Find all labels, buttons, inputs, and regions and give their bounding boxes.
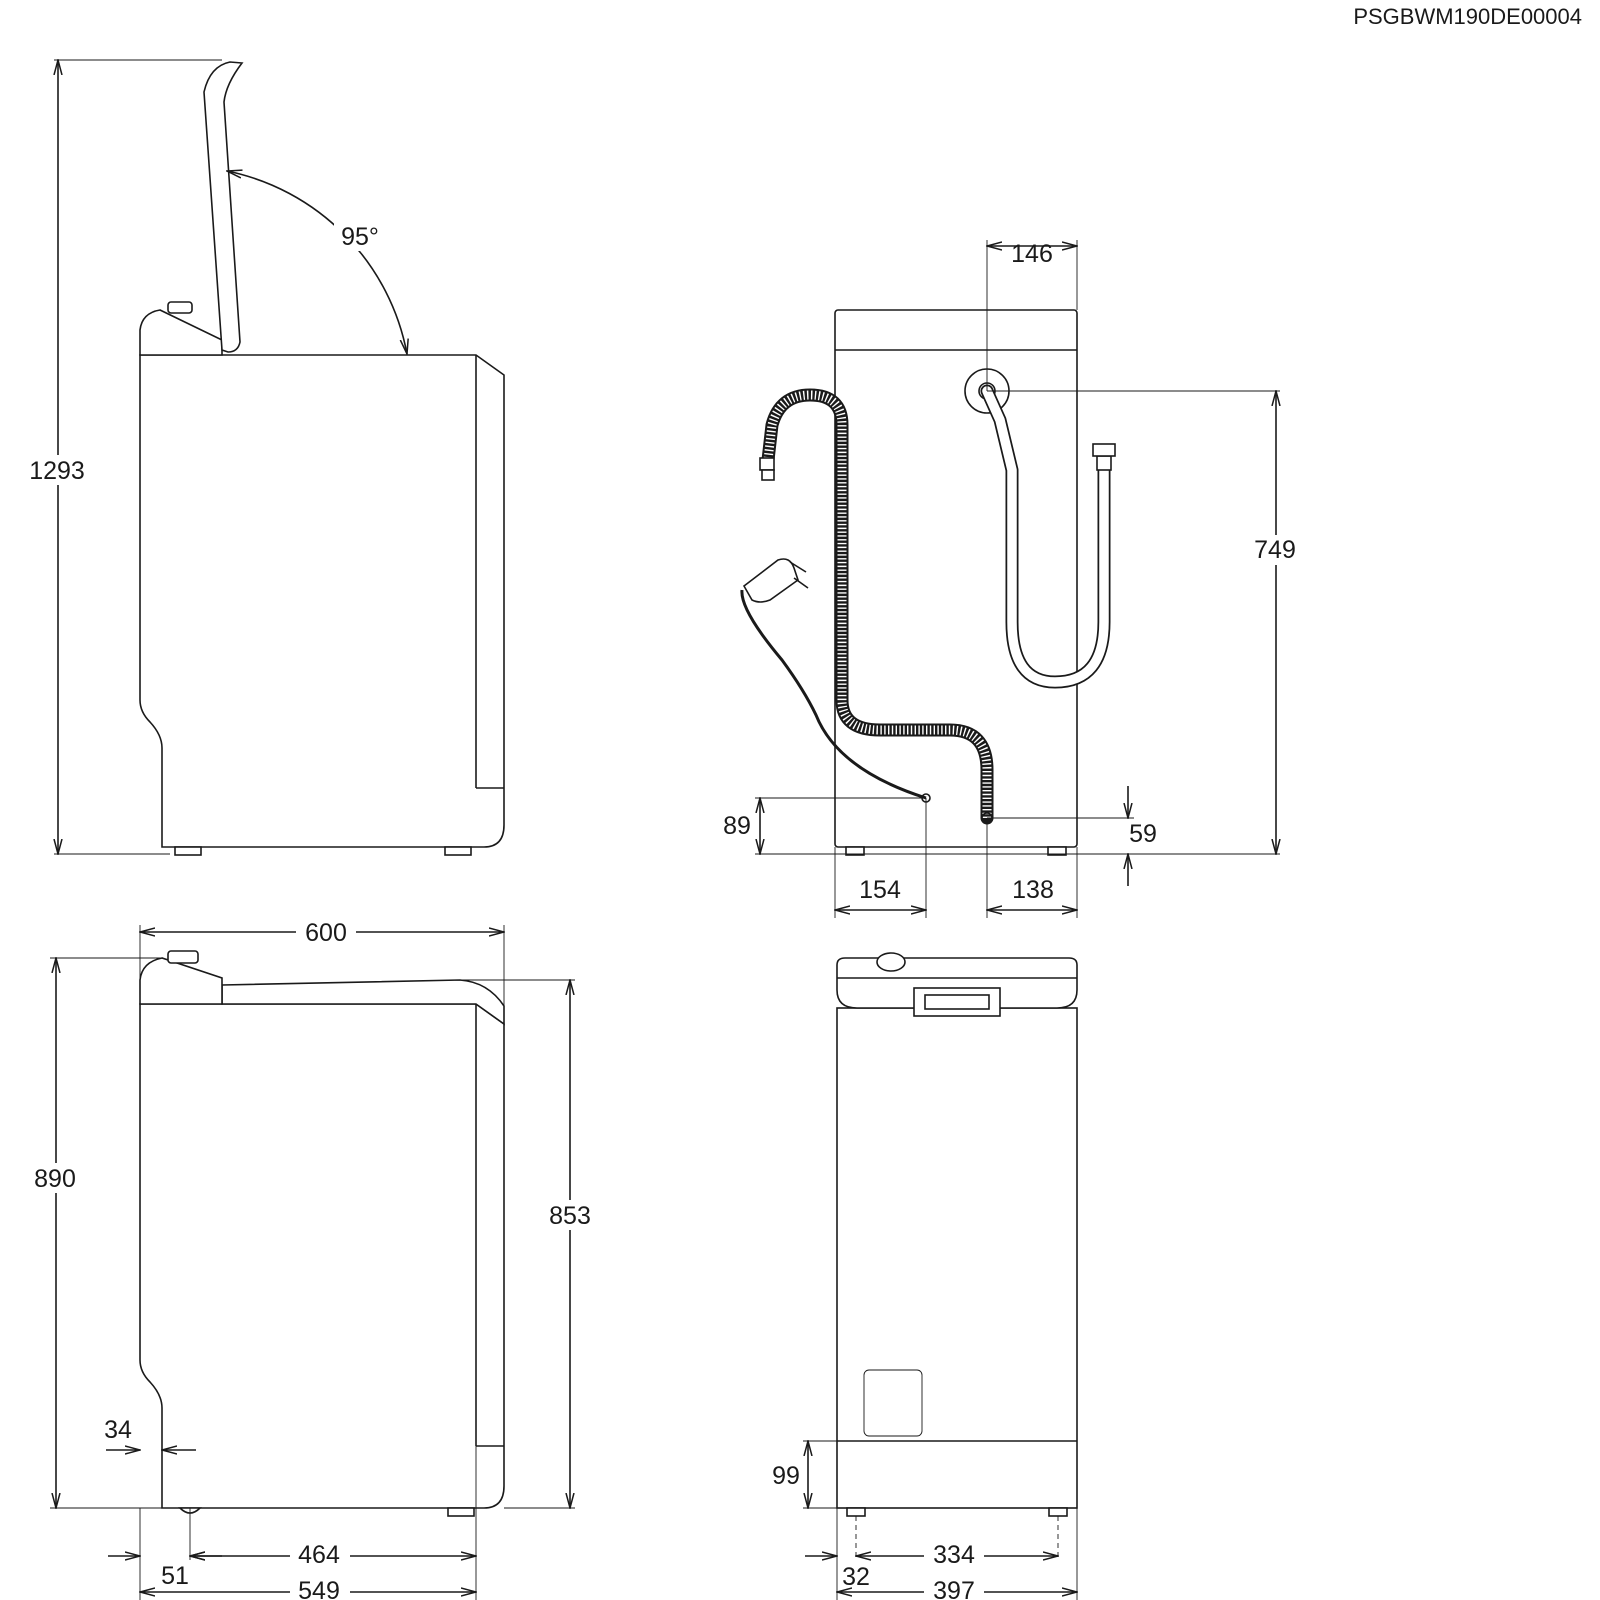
- dim-foot-distance-front: 334: [933, 1541, 975, 1569]
- rear-view: 146 749 89 59 154 138: [723, 240, 1316, 918]
- machine-body-side: [139, 354, 505, 848]
- dim-cable-offset-left: 154: [859, 876, 901, 904]
- dim-hose-offset-top: 146: [1011, 240, 1053, 268]
- dim-inlet-height: 749: [1254, 536, 1296, 564]
- lid-handle: [913, 987, 1001, 1017]
- machine-body-side-closed: [139, 1003, 505, 1509]
- dim-depth: 549: [298, 1577, 340, 1600]
- dim-cable-height: 89: [723, 812, 751, 840]
- dim-plinth-height: 99: [772, 1462, 800, 1490]
- dim-height-body: 853: [549, 1202, 591, 1230]
- control-panel-side: [139, 309, 223, 356]
- dim-front-foot-offset: 51: [161, 1562, 189, 1590]
- front-body: [836, 1007, 1078, 1509]
- side-view-closed: 600 890 853 34 51 464 549: [26, 918, 600, 1600]
- service-panel: [863, 1369, 923, 1437]
- dim-lid-angle: 95°: [341, 223, 379, 251]
- power-cable: [740, 589, 927, 800]
- open-lid: [203, 61, 244, 353]
- dim-width: 600: [305, 919, 347, 947]
- side-view-lid-open: 1293 95°: [22, 60, 505, 856]
- dim-drain-offset-right: 138: [1012, 876, 1054, 904]
- dim-width-front: 397: [933, 1577, 975, 1600]
- power-plug: [742, 558, 799, 603]
- front-view: 99 32 334 397: [772, 952, 1078, 1600]
- dim-drain-height: 59: [1129, 820, 1157, 848]
- dim-foot-offset: 32: [842, 1563, 870, 1591]
- dim-total-height: 1293: [29, 457, 85, 485]
- rear-body: [834, 309, 1078, 848]
- document-code: PSGBWM190DE00004: [1353, 4, 1582, 29]
- dim-height-with-panel: 890: [34, 1165, 76, 1193]
- inlet-hose-nut: [1096, 455, 1112, 471]
- control-panel-side-closed: [139, 957, 223, 1005]
- dim-foot-distance: 464: [298, 1541, 340, 1569]
- dim-recess: 34: [104, 1416, 132, 1444]
